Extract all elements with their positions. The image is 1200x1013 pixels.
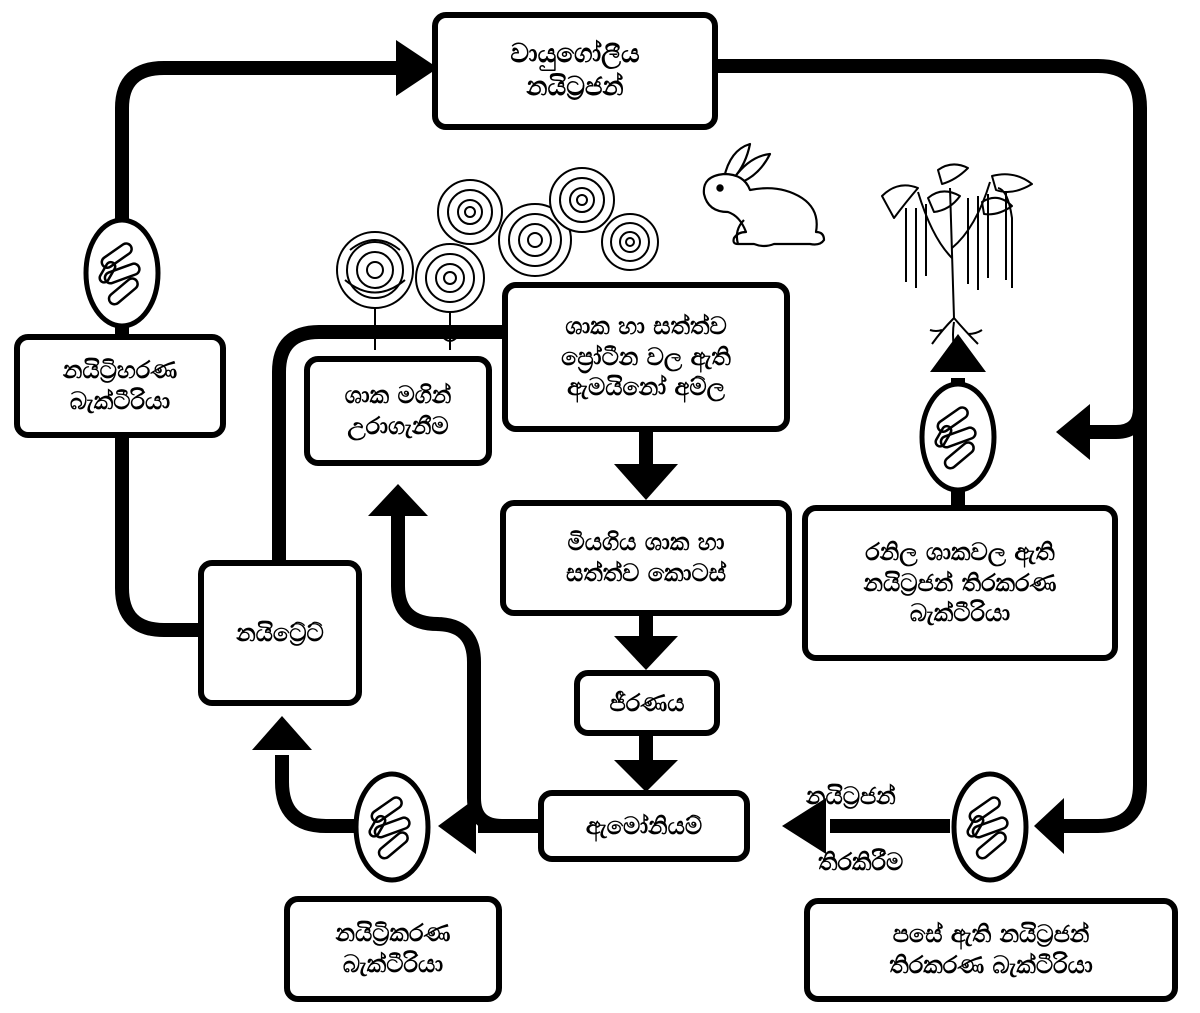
arrowhead-to-legume-plant [930, 334, 986, 372]
arrowhead-to-uptake [368, 484, 428, 516]
nitrogen-fixation-label-line2: තිරකිරීම [818, 848, 904, 876]
nitrifying-bacteria-box: නයිට්‍රිකරණ බැක්ටීරියා [284, 896, 502, 1002]
amino-acids-box: ශාක හා සත්ත්ව ප්‍රෝටීන වල ඇති ඇමයිනෝ අම්… [502, 282, 790, 432]
plant-absorption-box: ශාක මගින් උරාගැනීම [304, 356, 492, 466]
box-line: ජීරණය [609, 688, 685, 717]
connector-nitrate-to-proteins [272, 325, 508, 560]
arrowhead-to-nitrate [252, 716, 312, 750]
box-line: ශාක මගින් [344, 381, 452, 410]
arrowhead-to-legume-box [1056, 404, 1090, 460]
bacteria-icon [919, 381, 997, 493]
box-line: නයිට්‍රජන් [526, 72, 624, 102]
connector-atmosphere-right [718, 59, 1147, 833]
atmospheric-nitrogen-box: වායුගෝලීය නයිට්‍රජන් [432, 12, 718, 130]
arrowhead-to-decomp [614, 636, 678, 670]
box-line: නයිට්‍රජන් තිරකරණ [863, 568, 1057, 597]
box-line: නයිට්‍රිහරණ [62, 356, 178, 385]
legume-plant-icon [881, 163, 1033, 348]
soil-bacteria-box: පසේ ඇති නයිට්‍රජන් තිරකරණ බැක්ටීරියා [804, 898, 1178, 1002]
legume-bacteria-box: රනිල ශාකවල ඇති නයිට්‍රජන් තිරකරණ බැක්ටීර… [802, 505, 1118, 661]
rabbit-icon [702, 142, 826, 248]
box-line: ශාක හා සත්ත්ව [565, 311, 727, 340]
connector-to-legume [1085, 407, 1147, 439]
box-line: රනිල ශාකවල ඇති [865, 537, 1055, 566]
box-line: බැක්ටීරියා [69, 387, 171, 415]
arrowhead-to-atmosphere [396, 40, 438, 96]
box-line: ප්‍රෝටීන වල ඇති [561, 342, 731, 371]
box-line: ඇමෝනියම් [585, 811, 703, 840]
arrowhead-to-dead [614, 464, 678, 500]
flower-plants-icon [336, 167, 659, 350]
denitrifying-bacteria-box: නයිට්‍රිහරණ බැක්ටීරියා [14, 334, 226, 438]
nitrogen-fixation-label-line1: නයිට්‍රජන් [806, 782, 896, 810]
arrowhead-to-ammonium [614, 760, 678, 792]
box-line: නයිට්‍රිකරණ [335, 919, 451, 948]
arrowhead-fixation [782, 798, 826, 854]
decomposition-box: ජීරණය [574, 670, 720, 736]
box-line: උරාගැනීම [347, 412, 449, 440]
box-line: ඇමයිනෝ අම්ල [567, 373, 725, 402]
box-line: මියගිය ශාක හා [567, 528, 725, 557]
bacteria-icon [83, 217, 161, 329]
box-line: බැක්ටීරියා [342, 950, 444, 978]
bacteria-icon [951, 771, 1029, 883]
connector-ammonium-to-nitrate [275, 755, 354, 833]
box-line: පසේ ඇති නයිට්‍රජන් [892, 920, 1090, 949]
nitrate-box: නයිට්‍රේට් [198, 560, 362, 706]
box-line: තිරකරණ බැක්ටීරියා [889, 951, 1093, 979]
dead-matter-box: මියගිය ශාක හා සත්ත්ව කොටස් [500, 500, 792, 616]
bacteria-icon [353, 771, 431, 883]
box-line: සත්ත්ව කොටස් [565, 559, 727, 587]
box-line: බැක්ටීරියා [909, 599, 1011, 628]
ammonium-box: ඇමෝනියම් [538, 790, 750, 862]
box-line: වායුගෝලීය [510, 38, 640, 69]
box-line: නයිට්‍රේට් [236, 618, 324, 647]
arrowhead-to-nitrifying [438, 798, 476, 854]
arrowhead-to-soil-box [1034, 798, 1064, 854]
